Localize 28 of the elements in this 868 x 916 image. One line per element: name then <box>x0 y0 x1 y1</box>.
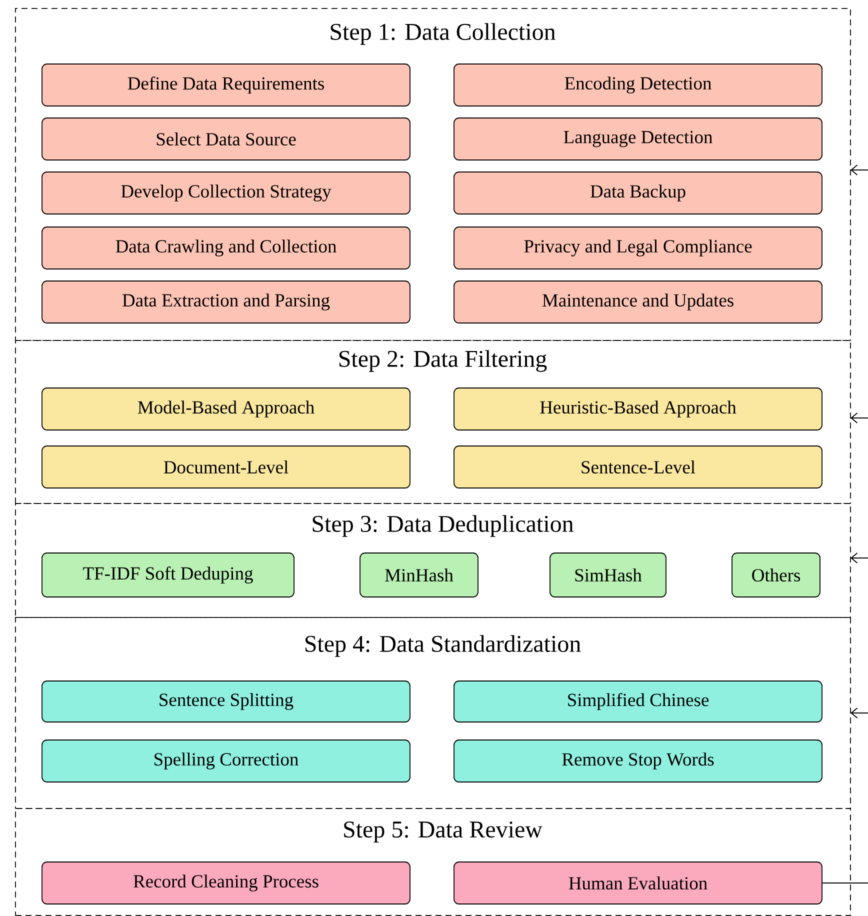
arrow <box>850 164 868 176</box>
step-box: Heuristic-Based Approach <box>454 388 822 430</box>
step-box: Data Backup <box>454 172 822 214</box>
step-box: Sentence-Level <box>454 446 822 488</box>
arrow <box>850 412 868 424</box>
step-box: Encoding Detection <box>454 64 822 106</box>
step-box: Maintenance and Updates <box>454 280 822 324</box>
step-box: Privacy and Legal Compliance <box>454 226 822 270</box>
arrow <box>850 708 868 718</box>
step-box: Language Detection <box>454 118 822 160</box>
step-box: Spelling Correction <box>42 740 410 782</box>
step-box: Data Crawling and Collection <box>42 226 410 270</box>
step-box: MinHash <box>360 552 478 598</box>
step-box: Remove Stop Words <box>454 740 822 782</box>
step-box: Simplified Chinese <box>454 680 822 722</box>
step-box: Model-Based Approach <box>42 388 410 430</box>
step-box: TF-IDF Soft Deduping <box>42 552 294 598</box>
step-box: Sentence Splitting <box>42 680 410 722</box>
step-box: Data Extraction and Parsing <box>42 280 410 324</box>
step-box: Document-Level <box>42 446 410 488</box>
arrow <box>850 552 868 564</box>
step-box: Select Data Source <box>42 118 410 160</box>
step-box: Others <box>732 552 820 598</box>
step-box: SimHash <box>550 552 666 598</box>
step-box: Record Cleaning Process <box>42 862 410 904</box>
step-box: Define Data Requirements <box>42 64 410 106</box>
step-box: Develop Collection Strategy <box>42 172 410 214</box>
step-box: Human Evaluation <box>454 862 822 904</box>
